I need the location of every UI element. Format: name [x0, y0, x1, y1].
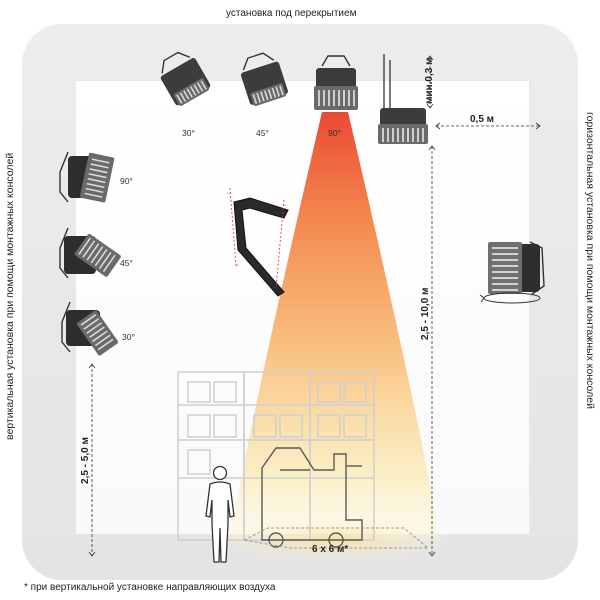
svg-text:↔: ↔: [234, 262, 240, 268]
heater-ceiling-45-icon: [240, 52, 288, 107]
label-ceiling-mount: установка под перекрытием: [226, 8, 357, 19]
mounting-bracket-icon: ↔ ↔ ↔: [226, 187, 289, 297]
dimension-min-ceiling: мин.0,3 м: [424, 57, 435, 104]
svg-text:↔: ↔: [282, 202, 288, 208]
heater-ceiling-90-icon: [314, 55, 358, 110]
footnote: * при вертикальной установке направляющи…: [24, 582, 276, 593]
heater-ceiling-30-icon: [160, 51, 211, 106]
angle-side-90: 90°: [120, 176, 133, 186]
dimension-wall-offset: 0,5 м: [470, 114, 495, 125]
svg-text:↔: ↔: [226, 190, 232, 196]
angle-side-45: 45°: [120, 258, 133, 268]
floor-area-outline: [242, 527, 430, 549]
angle-top-30: 30°: [182, 128, 195, 138]
angle-top-45: 45°: [256, 128, 269, 138]
heater-horizontal-icon: [479, 241, 545, 304]
heater-wall-45-icon: [59, 227, 121, 279]
person-icon: [205, 465, 235, 563]
angle-side-30: 30°: [122, 332, 135, 342]
angle-top-90: 90°: [328, 128, 341, 138]
forklift-icon: [261, 447, 363, 548]
heater-wall-90-icon: [59, 151, 115, 203]
dimension-area: 6 x 6 м*: [312, 544, 349, 555]
heater-wall-30-icon: [61, 301, 119, 356]
dimension-height-left: 2,5 - 5,0 м: [80, 437, 91, 484]
dimension-height-right: 2,5 - 10,0 м: [420, 287, 431, 340]
heater-suspended-icon: [378, 54, 428, 144]
